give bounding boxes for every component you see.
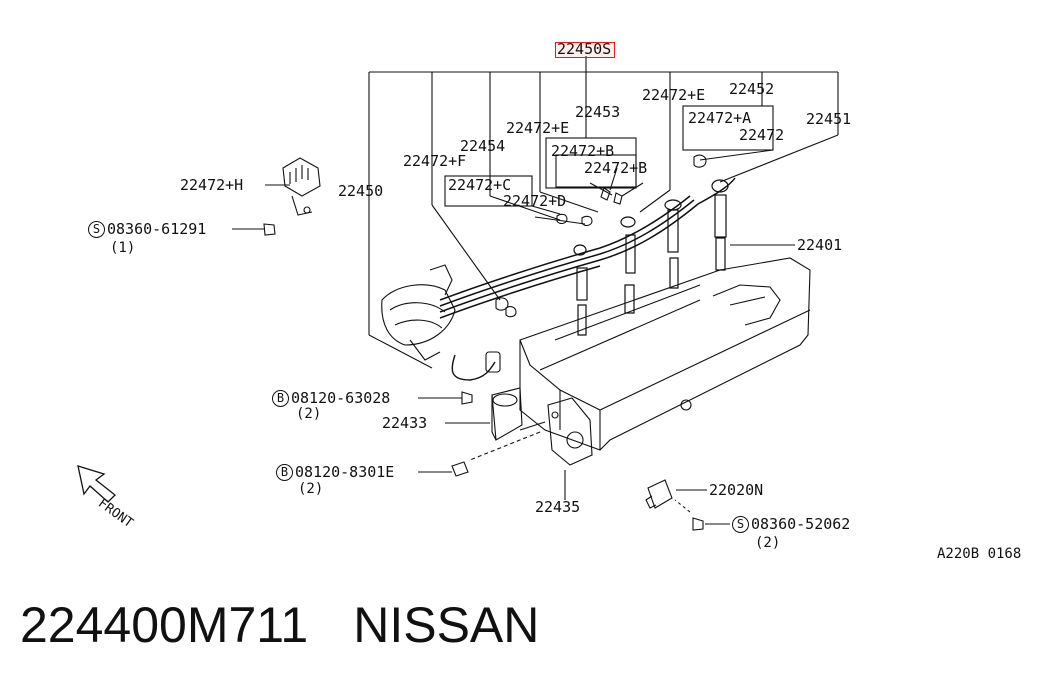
brand-name: NISSAN	[353, 597, 540, 653]
label-22472-E: 22472+E	[506, 119, 570, 137]
label-22472-F: 22472+F	[403, 152, 467, 170]
label-22450: 22450	[338, 182, 384, 200]
screw-symbol-icon: S	[732, 516, 749, 533]
label-22472-B-lower: 22472+B	[584, 159, 648, 177]
bolt-symbol-icon: B	[272, 390, 289, 407]
label-22472-A: 22472+A	[688, 109, 752, 127]
label-22472: 22472	[739, 126, 785, 144]
label-22472-B-upper: 22472+B	[551, 142, 615, 160]
drawing-reference: A220B 0168	[937, 546, 1022, 562]
highlight-box	[555, 42, 615, 58]
part-number: 224400M711	[20, 597, 309, 653]
label-22401: 22401	[797, 236, 843, 254]
bolt-symbol-icon: B	[276, 464, 293, 481]
label-22472-C: 22472+C	[448, 176, 512, 194]
label-22020N: 22020N	[709, 481, 764, 499]
caption: 224400M711 NISSAN	[20, 596, 584, 654]
label-22451: 22451	[806, 110, 852, 128]
fastener-part: 08120-8301E	[295, 463, 395, 481]
label-22472-D: 22472+D	[503, 192, 567, 210]
label-22452: 22452	[729, 80, 775, 98]
label-22472-H: 22472+H	[180, 176, 244, 194]
fastener-qty: (2)	[296, 406, 322, 422]
label-22472-E-top: 22472+E	[642, 86, 706, 104]
label-22435: 22435	[535, 498, 581, 516]
label-22433: 22433	[382, 414, 428, 432]
screw-symbol-icon: S	[88, 221, 105, 238]
label-22453: 22453	[575, 103, 621, 121]
label-22450S: 22450S	[557, 40, 612, 58]
fastener-qty: (2)	[755, 535, 781, 551]
fastener-qty: (1)	[110, 240, 136, 256]
fastener-qty: (2)	[298, 481, 324, 497]
fastener-part: 08360-52062	[751, 515, 851, 533]
label-22454: 22454	[460, 137, 506, 155]
fastener-part: 08360-61291	[107, 220, 207, 238]
fastener-part: 08120-63028	[291, 389, 391, 407]
